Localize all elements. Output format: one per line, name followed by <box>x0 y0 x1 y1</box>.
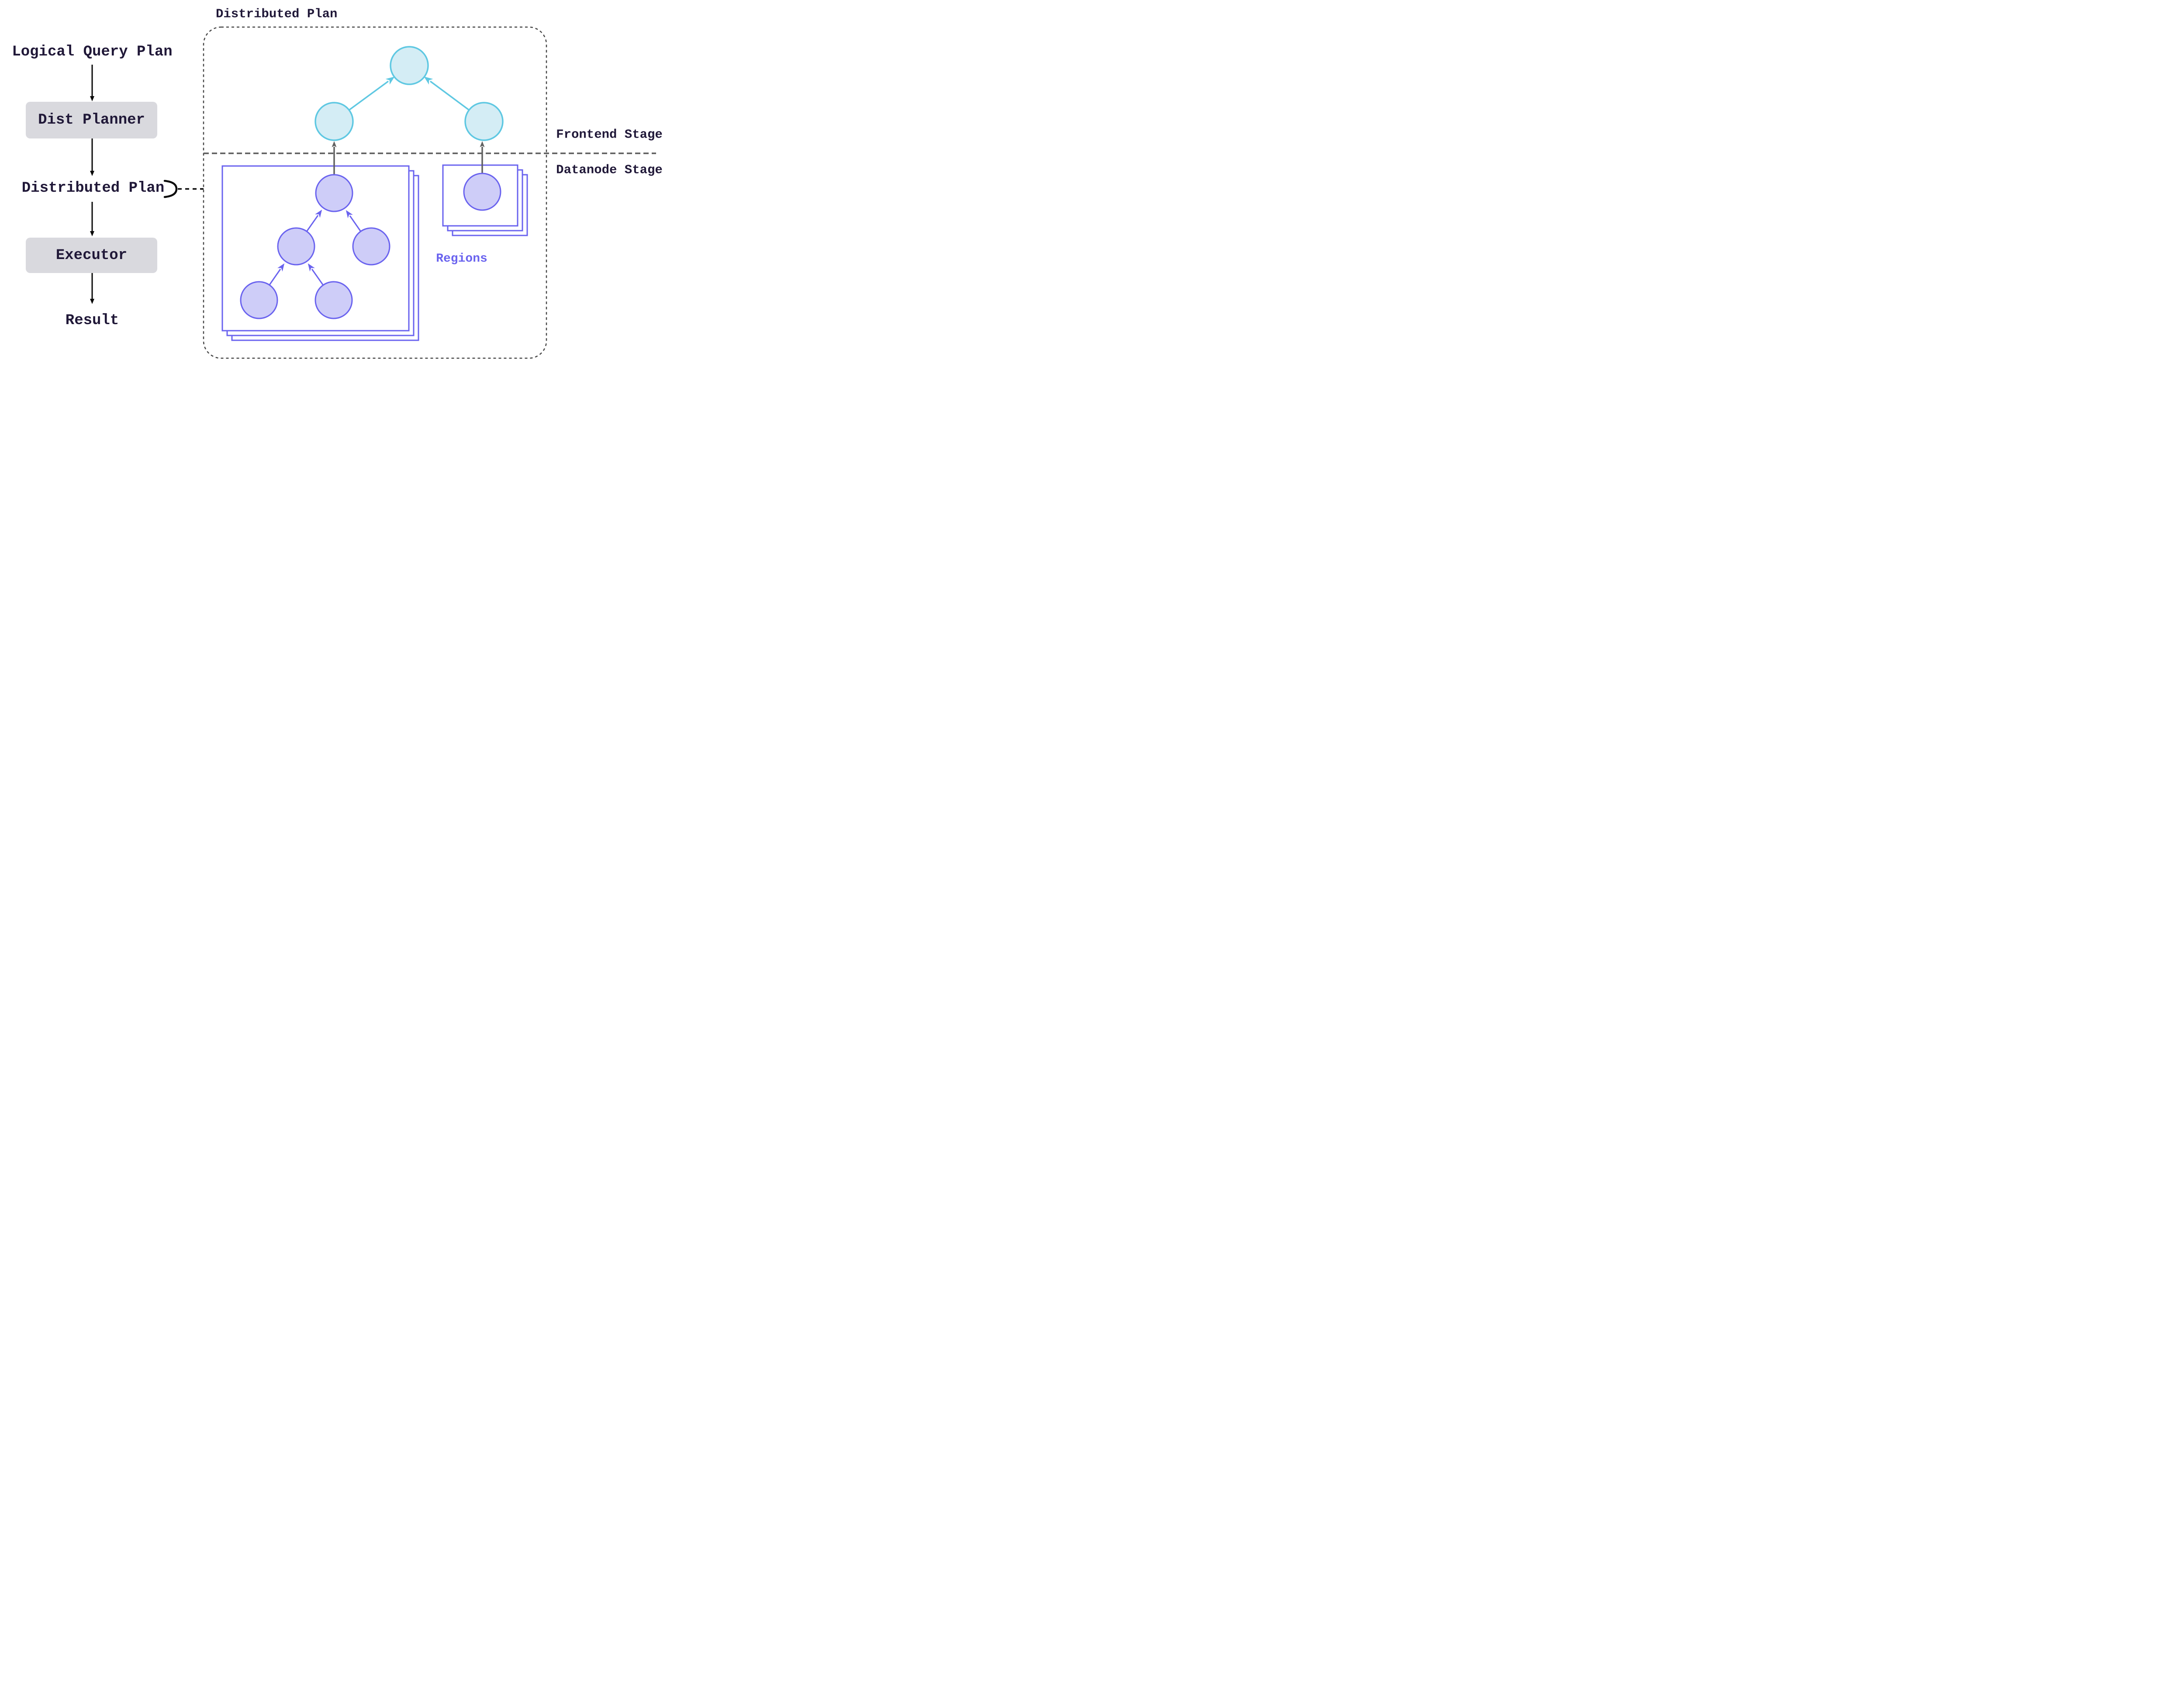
executor-box: Executor <box>26 238 157 273</box>
distributed-plan-panel-title: Distributed Plan <box>216 7 338 21</box>
arrow-midleft-to-root <box>306 209 322 232</box>
dist-planner-box: Dist Planner <box>26 102 157 138</box>
frontend-stage-label: Frontend Stage <box>556 127 663 142</box>
datanode-stage-label: Datanode Stage <box>556 163 663 177</box>
result-label: Result <box>65 312 119 329</box>
frontend-right-node <box>464 102 504 141</box>
datanode-left-root-node <box>315 174 353 212</box>
diagram-shapes-layer <box>90 26 656 359</box>
logical-query-plan-label: Logical Query Plan <box>12 44 173 60</box>
datanode-left-leaf-1-node <box>240 281 278 319</box>
datanode-left-mid-left-node <box>277 227 315 266</box>
datanode-left-mid-right-node <box>352 227 390 266</box>
frontend-root-node <box>390 46 429 85</box>
arrow-leaf2-to-mid <box>308 263 324 286</box>
distributed-plan-container-border <box>203 26 547 359</box>
brace-bracket <box>163 180 178 198</box>
arrow-frontend-right-to-root <box>424 76 470 111</box>
arrow-leaf1-to-mid <box>269 263 285 285</box>
regions-label: Regions <box>436 252 487 266</box>
distributed-plan-label: Distributed Plan <box>21 180 165 197</box>
diagram-canvas: Logical Query Plan Dist Planner Distribu… <box>0 0 673 360</box>
datanode-right-node <box>463 173 501 211</box>
frontend-left-node <box>314 102 354 141</box>
datanode-left-leaf-2-node <box>314 281 353 319</box>
arrow-frontend-left-to-root <box>348 76 395 111</box>
arrow-midright-to-root <box>346 210 362 232</box>
